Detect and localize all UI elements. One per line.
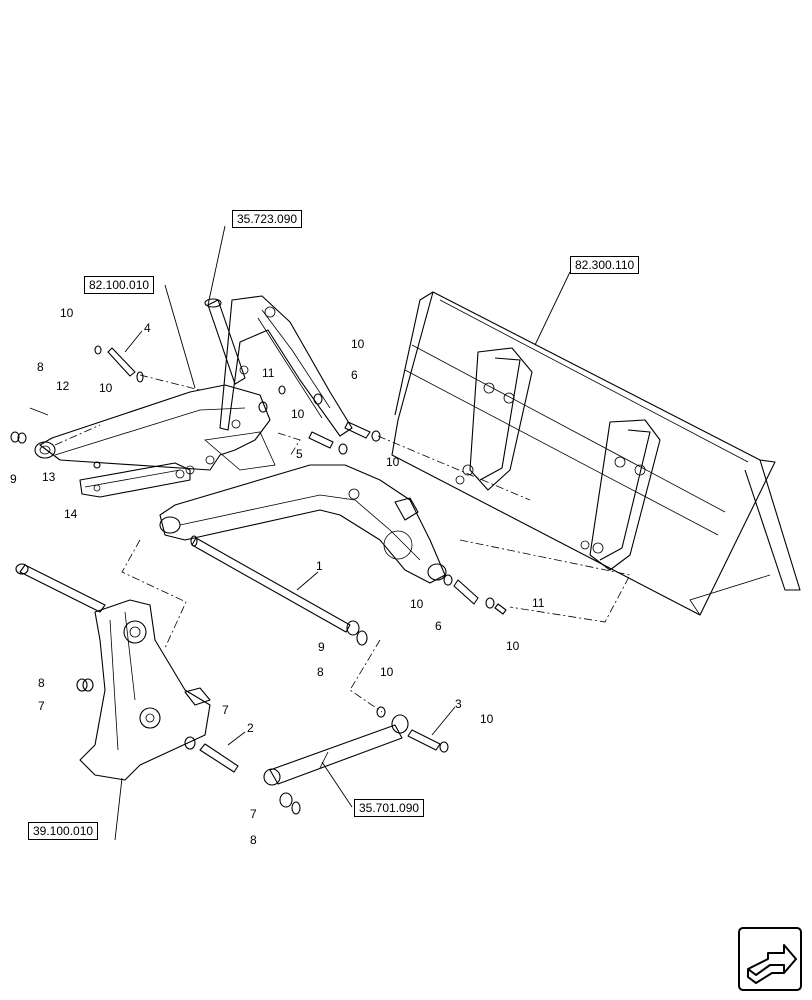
callout-6: 6 xyxy=(351,368,358,382)
callout-8: 8 xyxy=(317,665,324,679)
linkage-drawing xyxy=(204,295,353,437)
callout-10: 10 xyxy=(386,455,400,469)
ref-box-mounting-bracket[interactable]: 39.100.010 xyxy=(28,822,99,840)
callout-13: 13 xyxy=(42,470,56,484)
callout-9: 9 xyxy=(10,472,17,486)
callout-10: 10 xyxy=(506,639,520,653)
callout-11: 11 xyxy=(532,596,545,610)
mounting-bracket-drawing xyxy=(15,563,211,781)
callout-2: 2 xyxy=(247,721,254,735)
ref-box-linkage[interactable]: 35.723.090 xyxy=(232,210,303,228)
callout-6: 6 xyxy=(435,619,442,633)
ref-box-bucket[interactable]: 82.300.110 xyxy=(570,256,640,274)
next-page-arrow-glyph xyxy=(738,927,802,991)
callout-10: 10 xyxy=(410,597,424,611)
callout-4: 4 xyxy=(144,321,151,335)
callout-8: 8 xyxy=(250,833,257,847)
callout-7: 7 xyxy=(222,703,229,717)
callout-14: 14 xyxy=(64,507,78,521)
callout-10: 10 xyxy=(480,712,494,726)
callout-5: 5 xyxy=(296,447,303,461)
callout-10: 10 xyxy=(380,665,394,679)
callout-12: 12 xyxy=(56,379,70,393)
link-14-drawing xyxy=(79,461,191,498)
callout-7: 7 xyxy=(38,699,45,713)
callout-1: 1 xyxy=(316,559,323,573)
leader-lines xyxy=(114,225,571,841)
callout-11: 11 xyxy=(262,366,275,380)
callout-10: 10 xyxy=(291,407,305,421)
callout-9: 9 xyxy=(318,640,325,654)
callout-7: 7 xyxy=(250,807,257,821)
next-page-arrow-icon[interactable] xyxy=(738,927,802,991)
cylinder-drawing xyxy=(184,706,449,815)
small-hardware-drawing xyxy=(10,345,507,615)
callout-10: 10 xyxy=(99,381,113,395)
bucket-drawing xyxy=(391,291,801,616)
assembly-dash-lines xyxy=(54,374,631,713)
ref-box-cylinder[interactable]: 35.701.090 xyxy=(354,799,425,817)
ref-box-loader-frame[interactable]: 82.100.010 xyxy=(84,276,155,294)
callout-8: 8 xyxy=(37,360,44,374)
callout-3: 3 xyxy=(455,697,462,711)
callout-10: 10 xyxy=(60,306,74,320)
callout-8: 8 xyxy=(38,676,45,690)
loader-frame-drawing xyxy=(34,384,447,584)
pin-1-drawing xyxy=(190,535,368,646)
callout-10: 10 xyxy=(351,337,365,351)
